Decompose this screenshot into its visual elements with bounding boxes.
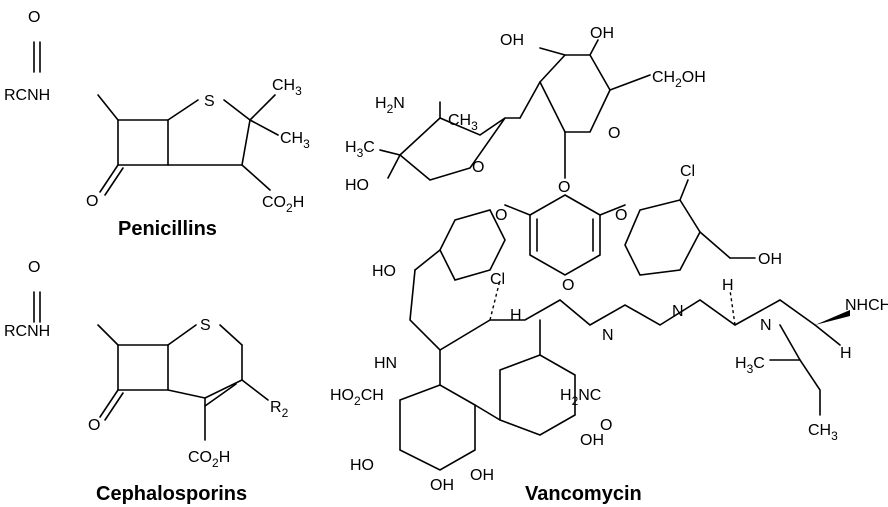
vanc-h3c: H3C xyxy=(345,139,375,160)
vanc-nh-1: N xyxy=(602,327,614,344)
vanc-oh-top2: OH xyxy=(590,25,614,42)
vanc-chlorine-1: Cl xyxy=(680,163,695,180)
vancomycin-caption: Vancomycin xyxy=(525,483,642,505)
vanc-carbonyl-o-1: O xyxy=(562,277,574,294)
vanc-ho-bottom: HO xyxy=(350,457,374,474)
vanc-sugar-o: O xyxy=(472,159,484,176)
penicillin-rcnh: RCNH xyxy=(4,87,50,104)
vanc-h2nc: H2NC xyxy=(560,387,601,408)
cephalosporin-sulfur: S xyxy=(200,317,211,334)
penicillin-methyl-1: CH3 xyxy=(272,77,302,98)
penicillin-structure: O RCNH S CH3 CH3 O CO2H Penicillins xyxy=(4,9,310,240)
vanc-amine: H2N xyxy=(375,95,405,116)
cephalosporin-r2: R2 xyxy=(270,399,289,420)
vanc-h-1: H xyxy=(510,307,522,324)
cephalosporin-carbonyl-o: O xyxy=(28,259,40,276)
cephalosporin-carboxyl: CO2H xyxy=(188,449,230,470)
vanc-ho-sugar: HO xyxy=(345,177,369,194)
vanc-ch2oh: CH2OH xyxy=(652,69,706,90)
vanc-nhch3: NHCH3 xyxy=(845,297,888,318)
vanc-ring-o: O xyxy=(608,125,620,142)
vanc-oh-bottom-3: OH xyxy=(580,432,604,449)
vanc-ch3-sugar: CH3 xyxy=(448,112,478,133)
vanc-ho2ch: HO2CH xyxy=(330,387,384,408)
vanc-ether-o-right: O xyxy=(615,207,627,224)
cephalosporin-structure: O RCNH S O R2 CO2H Cephalosporins xyxy=(4,259,289,505)
penicillins-caption: Penicillins xyxy=(118,218,217,240)
vanc-oh-bottom-1: OH xyxy=(430,477,454,494)
vanc-chlorine-2: Cl xyxy=(490,271,505,288)
cephalosporins-caption: Cephalosporins xyxy=(96,483,247,505)
penicillin-carbonyl-o: O xyxy=(28,9,40,26)
vanc-oh-right: OH xyxy=(758,251,782,268)
vancomycin-structure: OH OH CH2OH O O H2N H3C CH3 O HO O O Cl … xyxy=(330,25,888,505)
cephalosporin-lactam-o: O xyxy=(88,417,100,434)
vanc-ho-left: HO xyxy=(372,263,396,280)
penicillin-lactam-o: O xyxy=(86,193,98,210)
penicillin-carboxyl: CO2H xyxy=(262,194,304,215)
vanc-carbonyl-o-2: O xyxy=(600,417,612,434)
penicillin-sulfur: S xyxy=(204,93,215,110)
vanc-h3c-tail: H3C xyxy=(735,355,765,376)
vanc-nh-3: N xyxy=(760,317,772,334)
penicillin-methyl-2: CH3 xyxy=(280,130,310,151)
vanc-ether-o-left: O xyxy=(495,207,507,224)
vanc-oh-bottom-2: OH xyxy=(470,467,494,484)
vanc-h-3: H xyxy=(840,345,852,362)
cephalosporin-rcnh: RCNH xyxy=(4,323,50,340)
vanc-h-2: H xyxy=(722,277,734,294)
vanc-hn: HN xyxy=(374,355,397,372)
vanc-glycoside-o: O xyxy=(558,179,570,196)
vanc-ch3-tail: CH3 xyxy=(808,422,838,443)
vanc-oh-top1: OH xyxy=(500,32,524,49)
vanc-nh-2: N xyxy=(672,303,684,320)
